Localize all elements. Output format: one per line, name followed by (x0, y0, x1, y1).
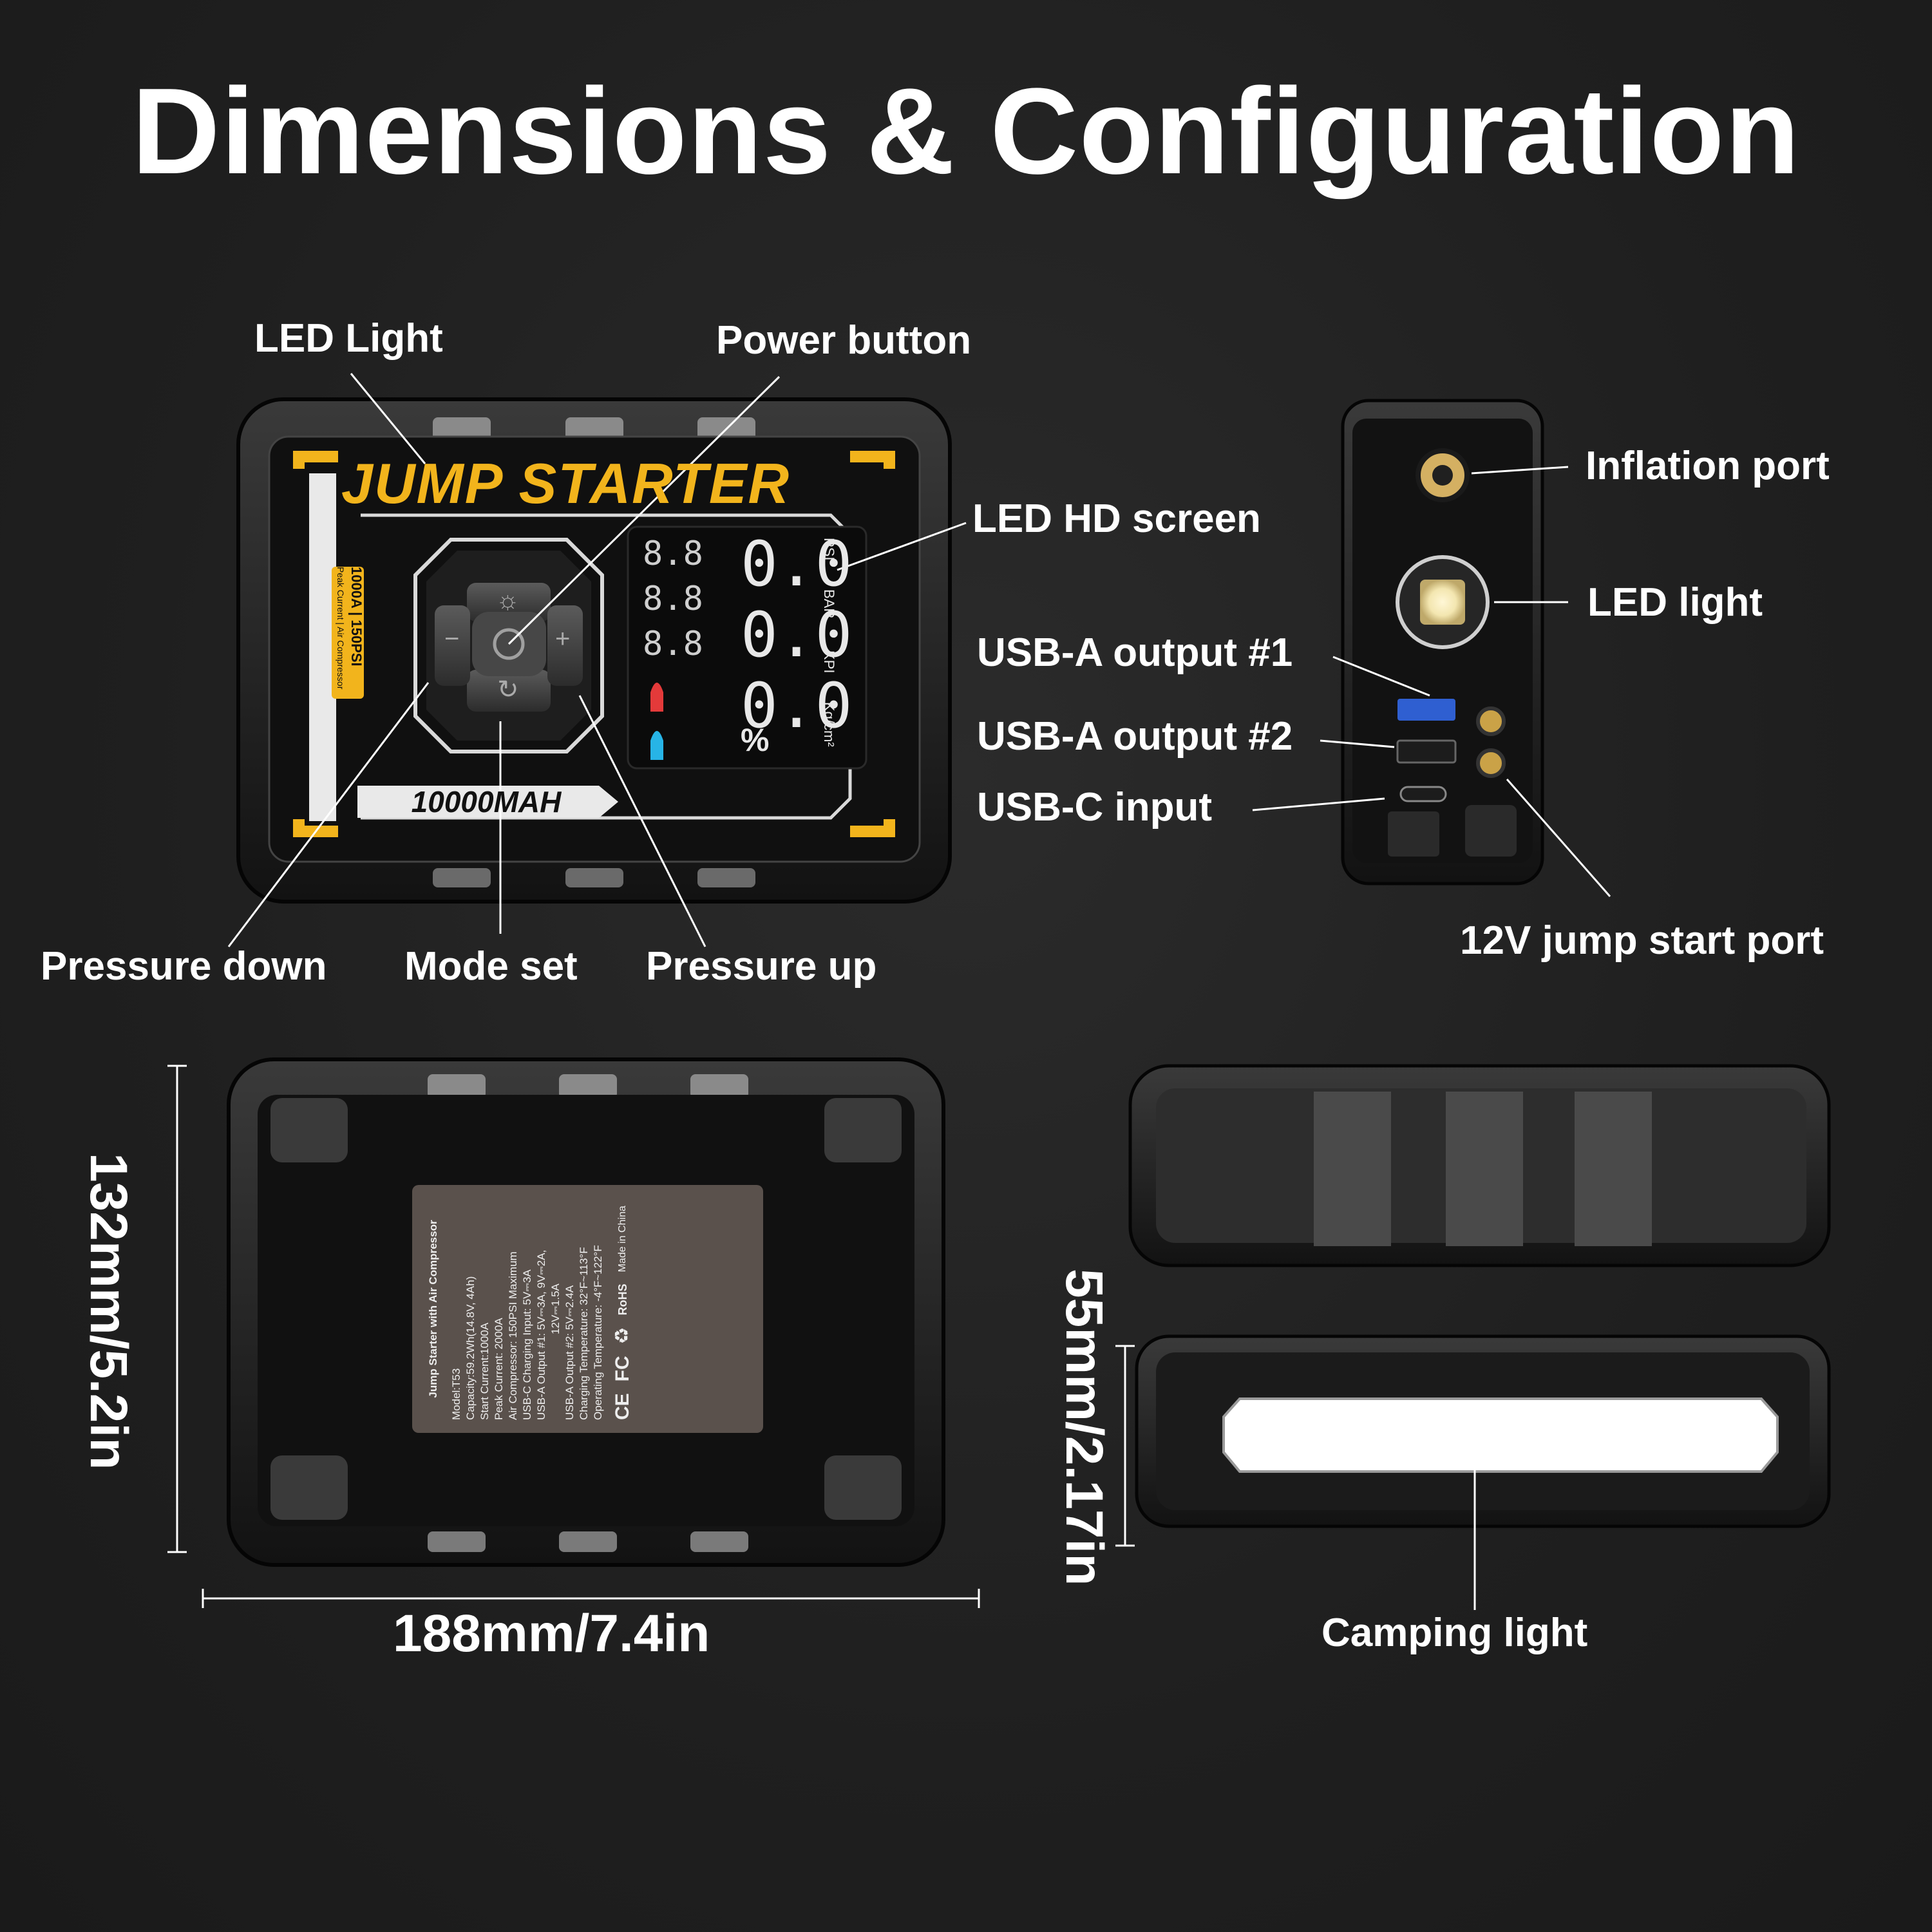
callout-pressure-down: Pressure down (41, 944, 327, 989)
callout-led-light-side: LED light (1587, 580, 1763, 625)
dimension-lines (167, 1065, 1135, 1608)
cert-marks: CE FC ♻ RoHS Made in China (612, 1198, 633, 1420)
thickness-dimension: 55mm/2.17in (1055, 1269, 1113, 1586)
label-line: Charging Temperature: 32°F~113°F (578, 1247, 590, 1420)
screen-unit-kgcm: Kg/cm² (821, 702, 837, 747)
callout-jump-start-port: 12V jump start port (1460, 918, 1824, 963)
spec-badge-line1: 1000A | 150PSI (348, 567, 365, 667)
edge-device-top (1128, 1064, 1831, 1267)
spec-badge-line2: Peak Current | Air Compressor (336, 567, 346, 690)
label-line: 12V⎓1.5A (549, 1283, 562, 1334)
side-device (1341, 399, 1544, 886)
screen-percent: % (741, 722, 770, 758)
callout-pressure-up: Pressure up (646, 944, 877, 989)
label-line: Jump Starter with Air Compressor (427, 1220, 439, 1398)
page-title: Dimensions & Configuration (131, 63, 1801, 200)
height-dimension: 132mm/5.2in (79, 1153, 138, 1470)
callout-mode-set: Mode set (404, 944, 578, 989)
plus-icon[interactable]: + (555, 625, 571, 653)
screen-small-digit-2: 8.8 (643, 580, 703, 618)
light-icon[interactable]: ☼ (496, 586, 520, 614)
screen-unit-bar: BAR (821, 589, 837, 619)
screen-digit-2: 0.0 (741, 599, 853, 671)
screen-small-digit-1: 8.8 (643, 535, 703, 573)
callout-led-hd-screen: LED HD screen (972, 497, 1261, 541)
callout-power-button: Power button (716, 318, 972, 363)
callout-lines (227, 373, 1611, 1610)
screen-digit-1: 0.0 (741, 528, 853, 600)
label-line: Model:T53 (450, 1368, 462, 1420)
ce-mark-icon: CE (612, 1393, 633, 1420)
label-line: USB-A Output #1: 5V⎓3A, 9V⎓2A, (535, 1249, 547, 1420)
label-line: Capacity:59.2Wh(14.8V, 4Ah) (464, 1276, 477, 1420)
label-line: Air Compressor: 150PSI Maximum (507, 1251, 519, 1420)
brand-text: JUMP STARTER (341, 451, 791, 515)
edge-device-bottom (1135, 1334, 1831, 1528)
label-line: Peak Current: 2000A (493, 1318, 505, 1420)
screen-digit-3: 0.0 (741, 670, 853, 742)
mode-icon[interactable]: ↻ (497, 676, 519, 704)
callout-led-light: LED Light (254, 316, 443, 361)
label-line: USB-A Output #2: 5V⎓2.4A (564, 1285, 576, 1420)
front-device (236, 397, 952, 904)
callout-camping-light: Camping light (1321, 1611, 1588, 1655)
back-device (227, 1057, 945, 1567)
screen-unit-kpi: KPI (821, 650, 837, 674)
recycle-icon: ♻ (612, 1327, 633, 1345)
callout-usb-a-1: USB-A output #1 (977, 630, 1293, 675)
screen-small-digit-3: 8.8 (643, 625, 703, 663)
label-line: Operating Temperature: -4°F~122°F (592, 1245, 604, 1420)
width-dimension: 188mm/7.4in (393, 1604, 710, 1663)
rohs-mark: RoHS (616, 1283, 629, 1316)
screen-unit-psi: PSI (821, 538, 837, 561)
fc-mark-icon: FC (612, 1356, 633, 1382)
callout-usb-c: USB-C input (977, 785, 1213, 829)
label-line: Start Current:1000A (478, 1322, 491, 1420)
made-in-label: Made in China (617, 1206, 628, 1273)
product-label: Jump Starter with Air Compressor Model:T… (412, 1185, 763, 1433)
callout-inflation-port: Inflation port (1586, 444, 1830, 488)
callout-usb-a-2: USB-A output #2 (977, 714, 1293, 759)
spec-badge: 1000A | 150PSI Peak Current | Air Compre… (332, 567, 365, 699)
minus-icon[interactable]: − (444, 625, 460, 653)
label-line: USB-C Charging Input: 5V⎓3A (521, 1269, 533, 1420)
capacity-text: 10000MAH (411, 785, 562, 819)
